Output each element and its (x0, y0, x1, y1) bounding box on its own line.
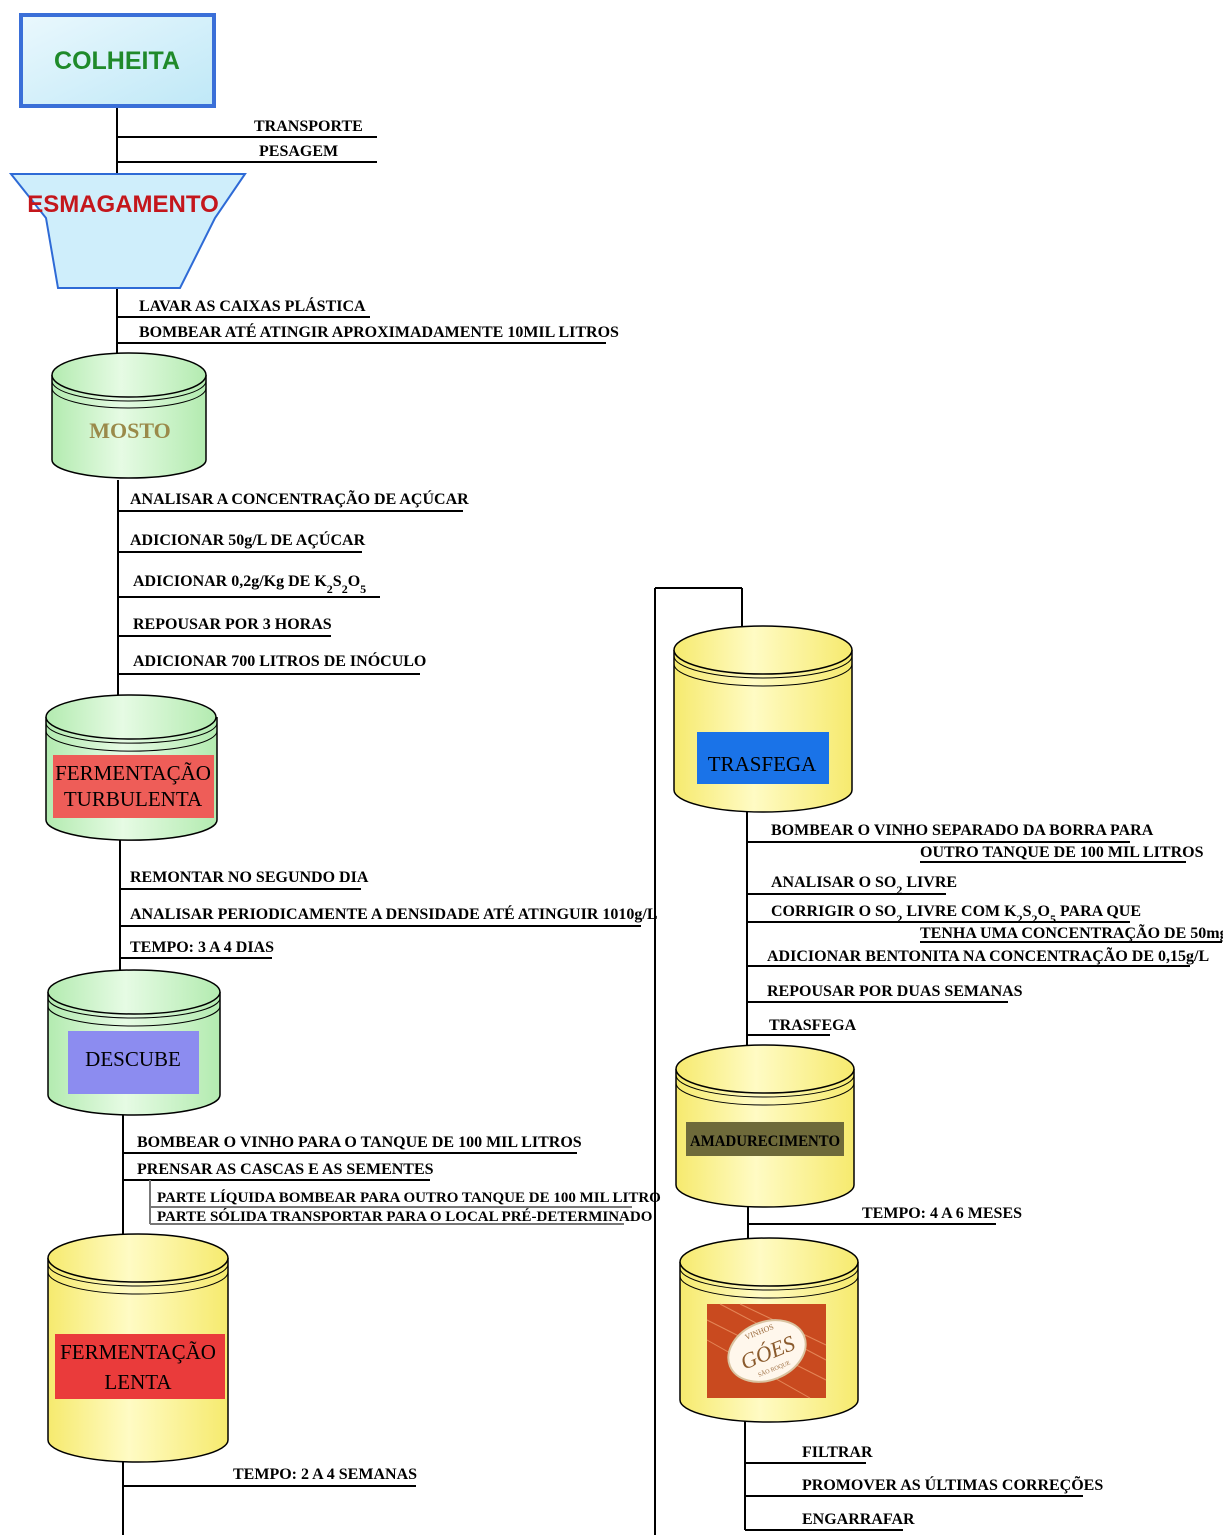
fermentacao-turbulenta-tank: FERMENTAÇÃO TURBULENTA (45, 694, 218, 841)
fermentacao-lenta-line1: FERMENTAÇÃO (60, 1340, 216, 1364)
step-bombear-tanque-100mil: BOMBEAR O VINHO PARA O TANQUE DE 100 MIL… (137, 1134, 582, 1151)
trasfega-label: TRASFEGA (708, 752, 817, 776)
step-bombear-separado-borra: BOMBEAR O VINHO SEPARADO DA BORRA PARA (771, 822, 1154, 839)
descube-tank: DESCUBE (47, 969, 221, 1116)
trasfega-tank: TRASFEGA (673, 625, 853, 813)
step-concentracao-50mg: TENHA UMA CONCENTRAÇÃO DE 50mg/L (920, 923, 1223, 942)
step-ultimas-correcoes: PROMOVER AS ÚLTIMAS CORREÇÕES (802, 1474, 1103, 1494)
step-analisar-so2: ANALISAR O SO2 LIVRE (771, 874, 957, 897)
step-adicionar-inoculo: ADICIONAR 700 LITROS DE INÓCULO (133, 651, 426, 670)
step-lavar-caixas: LAVAR AS CAIXAS PLÁSTICA (139, 296, 366, 315)
step-corrigir-so2: CORRIGIR O SO2 LIVRE COM K2S2O5 PARA QUE (771, 903, 1141, 926)
step-outro-tanque: OUTRO TANQUE DE 100 MIL LITROS (920, 844, 1204, 861)
step-transporte: TRANSPORTE (254, 118, 363, 135)
step-remontar: REMONTAR NO SEGUNDO DIA (130, 869, 369, 886)
step-filtrar: FILTRAR (802, 1444, 873, 1461)
step-repousar-duas-semanas: REPOUSAR POR DUAS SEMANAS (767, 983, 1023, 1000)
amadurecimento-label-bg (686, 1122, 844, 1156)
descube-label: DESCUBE (85, 1047, 181, 1071)
step-adicionar-metabissulfito: ADICIONAR 0,2g/Kg DE K2S2O5 (133, 573, 366, 596)
fermentacao-lenta-line2: LENTA (104, 1370, 172, 1394)
step-prensar-cascas: PRENSAR AS CASCAS E AS SEMENTES (137, 1161, 434, 1178)
step-analisar-acucar: ANALISAR A CONCENTRAÇÃO DE AÇÚCAR (130, 489, 469, 508)
goes-wine-label-logo-icon: VINHOS GÓES SÃO ROQUE (706, 1303, 827, 1399)
step-parte-liquida: PARTE LÍQUIDA BOMBEAR PARA OUTRO TANQUE … (157, 1189, 661, 1206)
fermentacao-lenta-label-bg (55, 1334, 225, 1399)
amadurecimento-label: AMADURECIMENTO (690, 1133, 840, 1150)
connector-lines (116, 107, 1222, 1535)
esmagamento-hopper: ESMAGAMENTO (8, 173, 247, 289)
step-pesagem: PESAGEM (259, 143, 338, 160)
fermentacao-lenta-tank: FERMENTAÇÃO LENTA (47, 1233, 229, 1463)
step-engarrafar: ENGARRAFAR (802, 1511, 915, 1528)
esmagamento-title: ESMAGAMENTO (27, 191, 219, 218)
step-trasfega: TRASFEGA (769, 1017, 857, 1034)
step-adicionar-acucar: ADICIONAR 50g/L DE AÇÚCAR (130, 530, 366, 549)
colheita-title: COLHEITA (54, 47, 180, 75)
step-repousar-3h: REPOUSAR POR 3 HORAS (133, 616, 332, 633)
fermentacao-turbulenta-line1: FERMENTAÇÃO (55, 761, 211, 785)
step-parte-solida: PARTE SÓLIDA TRANSPORTAR PARA O LOCAL PR… (157, 1208, 652, 1225)
fermentacao-turbulenta-label-bg (53, 755, 214, 818)
fermentacao-turbulenta-line2: TURBULENTA (64, 787, 203, 811)
step-tempo-3-4-dias: TEMPO: 3 A 4 DIAS (130, 939, 274, 956)
step-bombear-10mil: BOMBEAR ATÉ ATINGIR APROXIMADAMENTE 10MI… (139, 322, 619, 341)
mosto-tank: MOSTO (51, 352, 207, 479)
amadurecimento-tank: AMADURECIMENTO (675, 1044, 855, 1208)
step-tempo-2-4-semanas: TEMPO: 2 A 4 SEMANAS (233, 1466, 417, 1483)
colheita-box: COLHEITA (19, 13, 216, 108)
step-adicionar-bentonita: ADICIONAR BENTONITA NA CONCENTRAÇÃO DE 0… (767, 946, 1209, 965)
trasfega-label-bg (697, 732, 829, 784)
mosto-label: MOSTO (89, 418, 171, 443)
step-tempo-4-6-meses: TEMPO: 4 A 6 MESES (862, 1205, 1022, 1222)
step-analisar-densidade: ANALISAR PERIODICAMENTE A DENSIDADE ATÉ … (130, 904, 658, 923)
descube-label-bg (68, 1031, 199, 1094)
sub-branch-lines (149, 1180, 632, 1225)
